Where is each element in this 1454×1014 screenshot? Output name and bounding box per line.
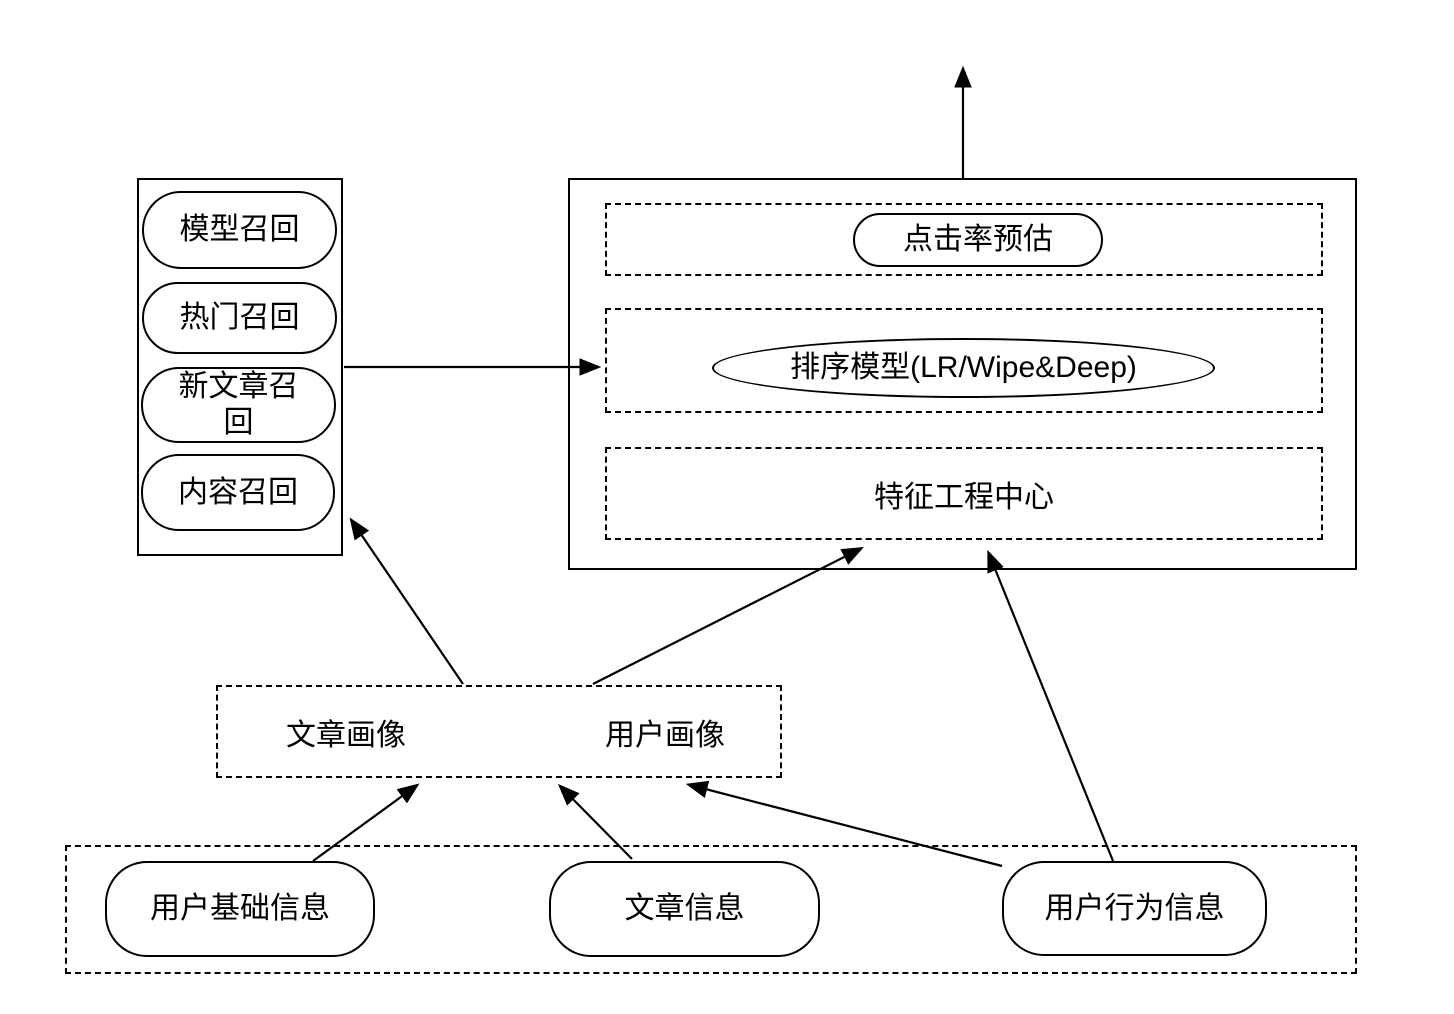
pill-hot-recall: 热门召回 [142,282,337,354]
profile-dashed-box: 文章画像 用户画像 [216,685,782,778]
user-profile-label: 用户画像 [605,718,725,752]
feature-center-label: 特征工程中心 [874,480,1054,514]
ctr-node: 点击率预估 [853,213,1103,267]
feature-center-dashed-section [605,447,1323,540]
pill-article-info: 文章信息 [549,861,820,957]
article-profile-label: 文章画像 [286,718,406,752]
ranking-panel-box: 点击率预估 排序模型(LR/Wipe&Deep) 特征工程中心 [568,178,1357,570]
ranking-model-node: 排序模型(LR/Wipe&Deep) [712,338,1215,398]
pill-new-article-recall: 新文章召回 [141,367,336,443]
source-dashed-box: 用户基础信息 文章信息 用户行为信息 [65,845,1357,974]
pill-user-basic-info: 用户基础信息 [105,861,375,957]
arrow-profile-to-recall [349,517,464,685]
pill-content-recall: 内容召回 [141,454,335,531]
arrow-behavior-to-feature [987,549,1115,862]
pill-model-recall: 模型召回 [142,191,337,269]
pill-user-behavior-info: 用户行为信息 [1002,861,1267,956]
recall-panel-box: 模型召回 热门召回 新文章召回 内容召回 [137,178,343,556]
